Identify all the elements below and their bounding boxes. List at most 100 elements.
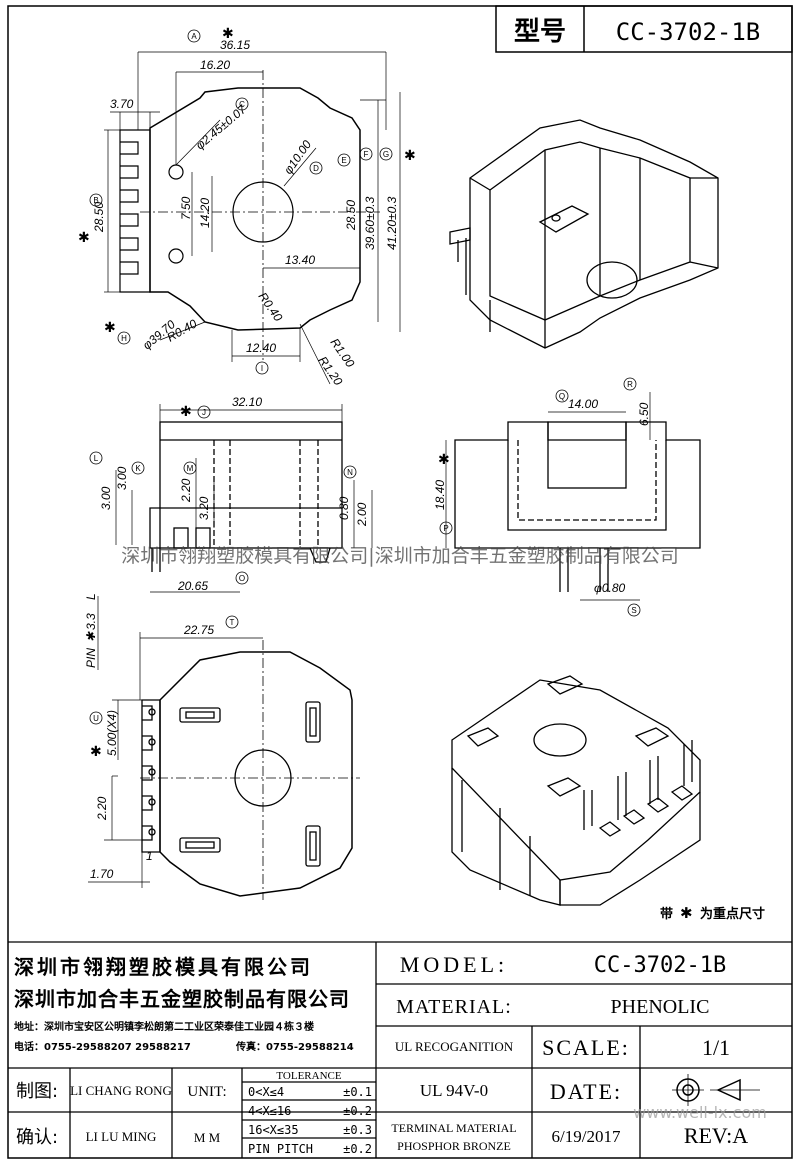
- bubble-r: R: [627, 380, 633, 389]
- dim-bot-edge: 1.70: [90, 867, 114, 881]
- dim-bot-pin1: 1: [146, 849, 153, 863]
- title-block: [8, 941, 792, 1158]
- side-view: [97, 404, 373, 670]
- note-star: ✱: [680, 904, 693, 922]
- unit-label: UNIT:: [187, 1084, 226, 1100]
- bubble-c: C: [239, 100, 245, 109]
- star-pin: ✱: [84, 631, 98, 642]
- bubble-h: H: [121, 334, 127, 343]
- dim-g: 7.50: [179, 196, 193, 220]
- bubble-n: N: [347, 468, 353, 477]
- key-dimension-note: 带 ✱ 为重点尺寸: [660, 904, 765, 922]
- dim-l: 41.20±0.3: [385, 196, 399, 250]
- drawn-label: 制图:: [16, 1081, 58, 1102]
- bubble-t: T: [230, 618, 235, 627]
- star-a: ✱: [222, 26, 234, 42]
- dim-f: 28.50: [92, 202, 106, 233]
- dim-front-w: 14.00: [568, 397, 598, 411]
- checked-name: LI LU MING: [86, 1129, 157, 1144]
- dim-c: 3.70: [110, 97, 134, 111]
- site-watermark: www.well-lx.com: [633, 1103, 767, 1122]
- date-label: DATE:: [550, 1079, 622, 1104]
- tol-range-4: PIN PITCH: [248, 1142, 313, 1156]
- title-block-text: 深圳市翎翔塑胶模具有限公司 深圳市加合丰五金塑胶制品有限公司 地址：深圳市宝安区…: [14, 952, 748, 1156]
- dim-bot-gap: 2.20: [95, 796, 109, 821]
- side-view-dims: 32.10 3.00 3.00 2.20 3.20 0.80 2.00 20.6…: [84, 395, 369, 668]
- terminal-label-2: PHOSPHOR BRONZE: [397, 1139, 511, 1153]
- bubble-j: J: [202, 408, 206, 417]
- bubble-g: G: [383, 150, 389, 159]
- revision: REV:A: [684, 1123, 748, 1148]
- tol-range-3: 16<X≤35: [248, 1123, 299, 1137]
- dim-j: 28.50: [344, 200, 358, 231]
- tolerance-title: TOLERANCE: [276, 1070, 341, 1082]
- header-model-label: 型号: [514, 17, 566, 47]
- star-u: ✱: [90, 744, 102, 760]
- dim-s1: 3.00: [99, 486, 113, 510]
- dim-a: 36.15: [220, 38, 250, 52]
- address: 地址：深圳市宝安区公明镇李松朗第二工业区荣泰佳工业园４栋３楼: [14, 1020, 314, 1033]
- bubble-e: E: [341, 156, 346, 165]
- bubble-k: K: [135, 464, 141, 473]
- dim-bot-w: 22.75: [183, 623, 214, 637]
- dim-s2: 3.00: [115, 466, 129, 490]
- star-g: ✱: [404, 148, 416, 164]
- dim-d: φ2.45±0.07: [193, 101, 250, 152]
- iso-view-bottom: [451, 675, 701, 906]
- front-view-dims: 14.00 6.50 18.40 φ0.80: [433, 397, 651, 595]
- bubble-d: D: [313, 164, 319, 173]
- star-h: ✱: [104, 320, 116, 336]
- star-p: ✱: [438, 452, 450, 468]
- tol-value-3: ±0.3: [343, 1123, 372, 1137]
- bubble-i: I: [261, 364, 263, 373]
- dim-pin-len: 3.3: [84, 613, 98, 630]
- dim-s5: 0.80: [337, 496, 351, 520]
- projection-symbol-icon: [672, 1074, 760, 1106]
- tol-value-1: ±0.1: [343, 1085, 372, 1099]
- dim-s4: 3.20: [197, 496, 211, 520]
- bubble-o: O: [239, 574, 245, 583]
- reference-bubbles: [89, 29, 641, 725]
- note-suffix: 为重点尺寸: [700, 906, 765, 922]
- model-label: MODEL:: [400, 952, 508, 977]
- unit-value: M M: [194, 1130, 221, 1145]
- dim-pin-l: L: [84, 593, 98, 600]
- iso-view-top: [449, 119, 719, 349]
- scale-label: SCALE:: [542, 1035, 630, 1060]
- dim-p: 12.40: [246, 341, 276, 355]
- company-1: 深圳市翎翔塑胶模具有限公司: [14, 955, 313, 979]
- watermark-text: 深圳市翎翔塑胶模具有限公司|深圳市加合丰五金塑胶制品有限公司: [121, 545, 678, 567]
- material-value: PHENOLIC: [611, 996, 710, 1018]
- bubble-m: M: [187, 464, 194, 473]
- tol-range-1: 0<X≤4: [248, 1085, 284, 1099]
- checked-label: 确认:: [16, 1127, 58, 1148]
- key-dimension-stars: ✱ ✱ ✱ ✱ ✱ ✱ ✱: [78, 26, 450, 760]
- fax: 传真：0755-29588214: [235, 1040, 354, 1053]
- bubble-labels: A B C D E F G H I J K L M N O P Q R S T …: [93, 32, 637, 723]
- header-model-box: 型号 CC-3702-1B: [495, 5, 793, 53]
- date-value: 6/19/2017: [552, 1127, 621, 1146]
- bubble-q: Q: [559, 392, 565, 401]
- phone: 电话：0755-29588207 29588217: [14, 1040, 191, 1053]
- ul-label: UL RECOGANITION: [395, 1039, 514, 1054]
- ul-value: UL 94V-0: [420, 1081, 488, 1100]
- note-prefix: 带: [660, 906, 673, 922]
- dim-pin: PIN: [84, 648, 98, 668]
- scale-value: 1/1: [702, 1035, 730, 1060]
- sheet-border: [7, 5, 793, 1159]
- dim-front-total: 18.40: [433, 480, 447, 510]
- drawn-name: LI CHANG RONG: [70, 1083, 172, 1098]
- dim-s7: 20.65: [177, 579, 208, 593]
- bubble-p: P: [443, 524, 448, 533]
- dim-i: 13.40: [285, 253, 315, 267]
- bubble-s: S: [631, 606, 636, 615]
- tol-value-2: ±0.2: [343, 1104, 372, 1118]
- dim-front-pin: φ0.80: [594, 581, 626, 595]
- bottom-view: [88, 632, 360, 900]
- bubble-b: B: [93, 196, 98, 205]
- dim-e: φ10.00: [281, 137, 314, 176]
- bubble-l: L: [94, 454, 99, 463]
- dim-m: R0.40: [256, 290, 286, 325]
- dim-front-h: 6.50: [637, 402, 651, 426]
